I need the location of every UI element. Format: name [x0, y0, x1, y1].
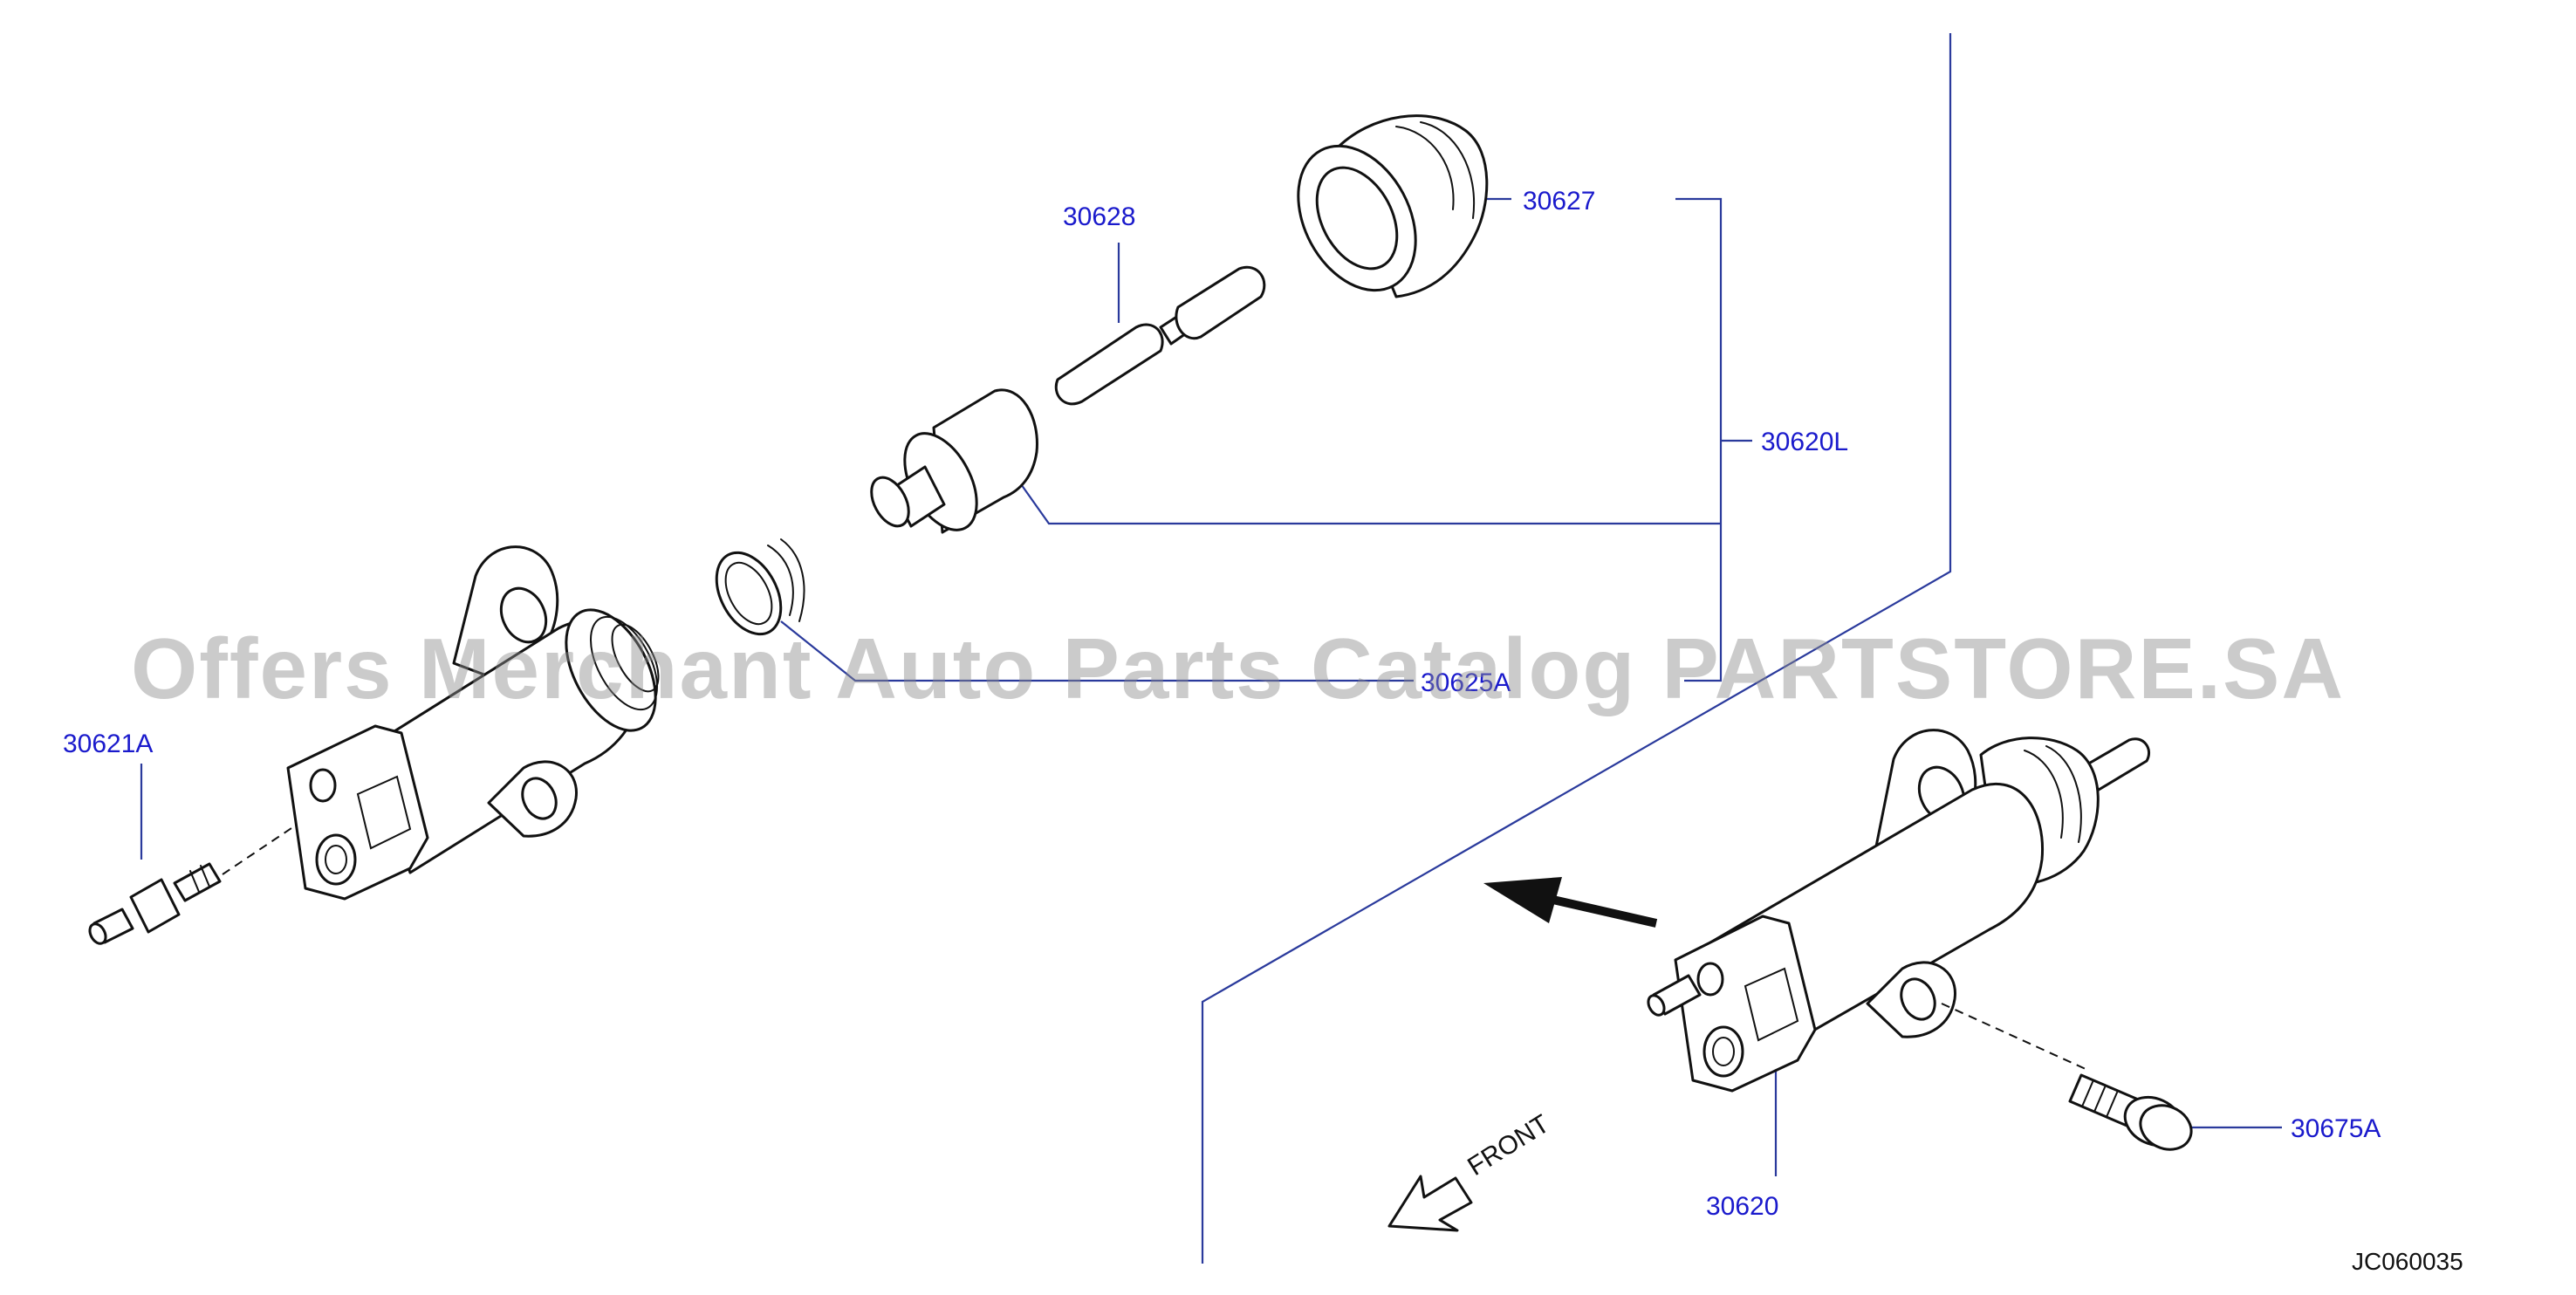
part-label-30675A[interactable]: 30675A: [2291, 1114, 2381, 1143]
part-label-30627[interactable]: 30627: [1523, 187, 1595, 216]
watermark: Offers Merchant Auto Parts Catalog PARTS…: [131, 620, 2345, 716]
section-divider-line: [1201, 33, 1952, 1264]
cylinder-assembled: [1647, 729, 2150, 1093]
assembly-direction-arrow: [1483, 877, 1658, 928]
part-label-30628[interactable]: 30628: [1063, 202, 1135, 231]
boot-30627: [1297, 114, 1489, 298]
leader-lines: [140, 197, 2282, 1176]
part-label-30620[interactable]: 30620: [1706, 1192, 1778, 1221]
part-label-30625A[interactable]: 30625A: [1421, 668, 1511, 697]
bolt-30675A: [1941, 1003, 2193, 1151]
bleeder-screw-30621A: [88, 824, 298, 945]
diagram-code: JC060035: [2352, 1248, 2463, 1275]
snap-ring-30625A: [715, 538, 805, 636]
front-indicator: FRONT: [1387, 1109, 1554, 1232]
leader-piston: [1018, 481, 1721, 525]
front-label: FRONT: [1463, 1109, 1554, 1182]
part-label-30621A[interactable]: 30621A: [63, 730, 153, 758]
leader-30625A: [780, 620, 1414, 682]
leader-30620L-bracket: [1675, 197, 1723, 682]
front-arrow-icon: [1387, 1175, 1473, 1232]
cylinder-body-exploded: [286, 545, 660, 901]
pushrod-30628: [1054, 265, 1266, 406]
piston: [870, 388, 1038, 534]
part-label-30620L[interactable]: 30620L: [1761, 428, 1848, 456]
